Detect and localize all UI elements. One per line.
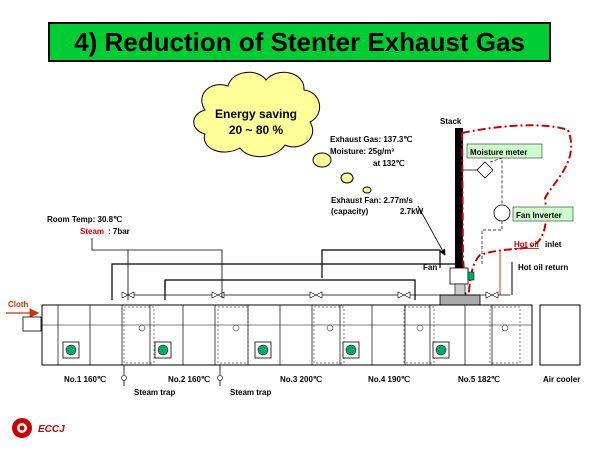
cloud-line2: 20 ~ 80 % [229, 123, 284, 137]
moisture-label: Moisture: 25g/m³ [330, 147, 394, 156]
steam-supply-line [91, 238, 223, 298]
cloth-feed-roller [22, 316, 42, 332]
fan-pointer-line [417, 205, 446, 256]
air-cooler-label: Air cooler [543, 375, 580, 384]
energy-saving-cloud: Energy saving 20 ~ 80 % [193, 71, 372, 194]
steam-trap-label-2: Steam trap [230, 388, 271, 397]
moisture-meter-label: Moisture meter [470, 148, 527, 157]
chamber-label-3: No.3 200℃ [280, 375, 322, 384]
hot-oil-inlet-label: Hot oil [514, 240, 539, 249]
chamber-sensors [138, 324, 509, 332]
chamber-label-4: No.4 190℃ [368, 375, 410, 384]
fan-motor-icon-3 [257, 344, 269, 356]
exhaust-fan-box [449, 267, 469, 285]
chamber-label-2: No.2 160℃ [168, 375, 210, 384]
air-cooler-unit [539, 304, 581, 366]
stack-chimney [455, 128, 463, 268]
eccj-logo: ECCJ [12, 418, 65, 438]
inverter-signal-line [481, 221, 503, 265]
fan-inverter-box [512, 206, 574, 222]
exhaust-ducts [111, 249, 455, 300]
cloud-shape [193, 71, 320, 158]
valve-group [121, 291, 499, 299]
slide-title: 4) Reduction of Stenter Exhaust Gas [48, 22, 551, 62]
chamber-fans [62, 341, 450, 359]
fan-motor-icon-4 [345, 344, 357, 356]
steam-label: Steam [80, 227, 104, 236]
stenter-machine [41, 304, 533, 366]
fan-power-label: 2.7kW [400, 207, 424, 216]
cloud-line1: Energy saving [215, 107, 297, 121]
inlet-label: inlet [545, 240, 562, 249]
exhaust-fan-label: Exhaust Fan: 2.77m/s [331, 196, 413, 205]
fan-capacity-label: (capacity) [331, 207, 369, 216]
valve-icon-3 [309, 291, 317, 299]
valve-icon-1 [121, 291, 129, 299]
eccj-logo-text: ECCJ [38, 424, 65, 435]
fan-inverter-label: Fan Inverter [516, 211, 562, 220]
chamber-label-1: No.1 160℃ [64, 375, 106, 384]
fan-label: Fan [423, 263, 437, 272]
cloud-bubble-large [312, 152, 332, 168]
chamber-label-5: No.5 182℃ [458, 375, 500, 384]
moisture-at-label: at 132℃ [373, 159, 405, 168]
cloud-bubble-small [362, 186, 372, 194]
steam-trap-label-1: Steam trap [134, 388, 175, 397]
valve-icon-2 [211, 291, 219, 299]
moisture-signal-line [489, 157, 503, 205]
moisture-sensor-icon [476, 161, 494, 179]
fan-motor-icon-5 [435, 344, 447, 356]
room-temp-label: Room Temp: 30.8℃ [47, 215, 122, 224]
cloud-bubble-medium [340, 172, 354, 184]
fan-motor-icon-2 [157, 344, 169, 356]
steam-value: : 7bar [108, 227, 130, 236]
hot-oil-return-label: Hot oil return [518, 263, 568, 272]
cloth-label: Cloth [8, 300, 29, 309]
steam-trap-icon-2 [217, 375, 223, 381]
exhaust-gas-label: Exhaust Gas: 137.3℃ [330, 135, 412, 144]
fan-inverter-icon [493, 204, 511, 222]
moisture-meter-box [466, 143, 543, 159]
stack-label: Stack [440, 117, 462, 126]
fan-motor-icon-1 [65, 344, 77, 356]
fan-duct [454, 283, 466, 296]
valve-icon-5 [485, 291, 493, 299]
fan-motor-icon [467, 271, 475, 281]
steam-trap-icon-1 [121, 375, 127, 381]
fan-base [439, 294, 481, 306]
control-system-outline [460, 124, 573, 303]
valve-icon-4 [397, 291, 405, 299]
